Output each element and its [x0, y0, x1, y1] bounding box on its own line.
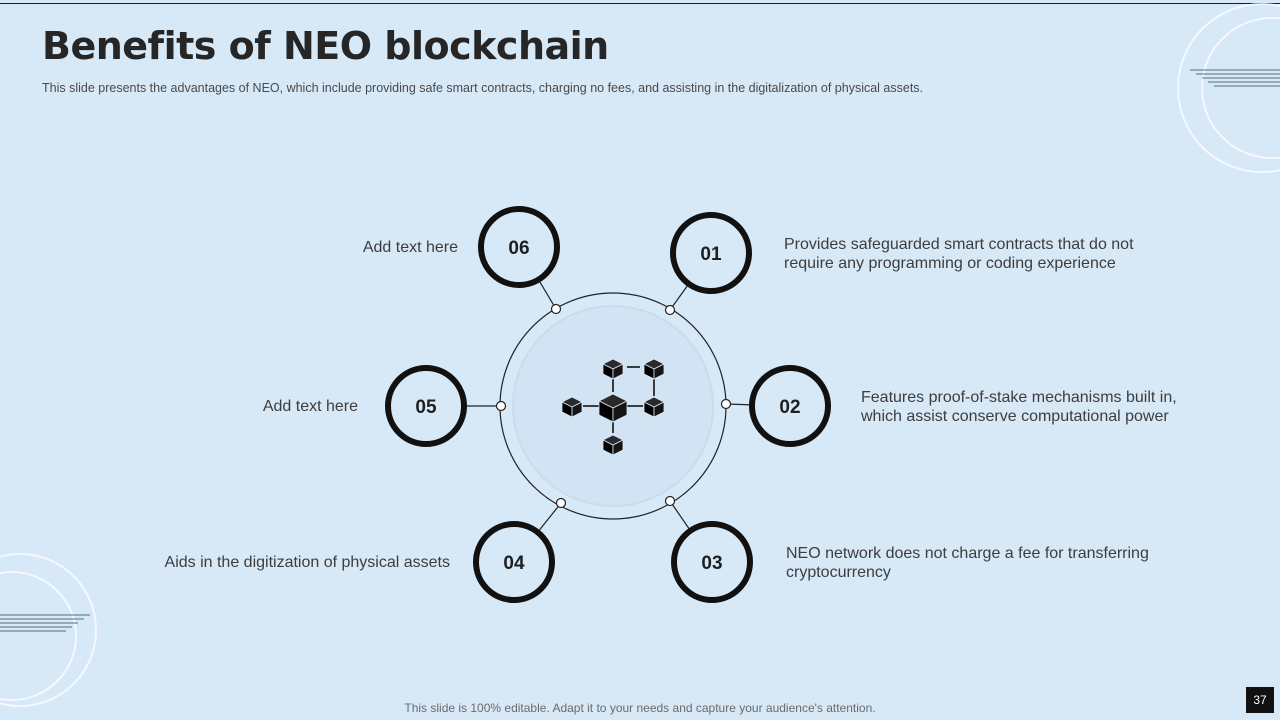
- node-04: 04: [473, 521, 555, 603]
- cube-icon: [561, 396, 583, 418]
- node-ring: [385, 365, 467, 447]
- top-divider: [0, 3, 1280, 4]
- node-03: 03: [671, 521, 753, 603]
- node-ring: [478, 206, 560, 288]
- benefit-text-03: NEO network does not charge a fee for tr…: [786, 545, 1149, 581]
- connector-line: [539, 502, 562, 531]
- decorative-rings-top-right: [1177, 3, 1280, 173]
- blockchain-cubes-icon: [561, 358, 665, 456]
- page-title: Benefits of NEO blockchain: [42, 24, 609, 68]
- cube-icon: [643, 396, 665, 418]
- node-number: 04: [503, 553, 525, 574]
- cube-icon: [598, 393, 628, 423]
- node-06: 06: [478, 206, 560, 288]
- connector-dot: [720, 398, 732, 410]
- node-number: 03: [701, 553, 722, 574]
- page-subtitle: This slide presents the advantages of NE…: [42, 81, 924, 95]
- node-01: 01: [670, 212, 752, 294]
- node-ring: [671, 521, 753, 603]
- connector-line: [539, 281, 557, 310]
- benefit-text-06: Add text here: [362, 239, 458, 256]
- footer-note: This slide is 100% editable. Adapt it to…: [404, 701, 876, 715]
- cube-icon: [602, 434, 624, 456]
- node-number: 01: [700, 244, 722, 265]
- connector-dot: [555, 497, 567, 509]
- benefit-text-04: Aids in the digitization of physical ass…: [164, 554, 450, 571]
- node-ring: [749, 365, 831, 447]
- node-number: 02: [779, 397, 800, 418]
- connector-dot: [550, 303, 562, 315]
- node-number: 05: [415, 397, 437, 418]
- benefit-text-01: Provides safeguarded smart contracts tha…: [784, 236, 1134, 272]
- decorative-lines-top-right: [1190, 69, 1280, 87]
- page-number: 37: [1246, 687, 1274, 713]
- decorative-lines-bottom-left: [0, 614, 90, 632]
- connector-dot: [664, 304, 676, 316]
- node-02: 02: [749, 365, 831, 447]
- connector-dot: [495, 400, 507, 412]
- connectors: [467, 281, 750, 531]
- cube-icon: [643, 358, 665, 380]
- connector-dot: [664, 495, 676, 507]
- node-ring: [473, 521, 555, 603]
- benefit-text-02: Features proof-of-stake mechanisms built…: [861, 389, 1177, 425]
- connector-line: [669, 500, 690, 529]
- node-05: 05: [385, 365, 467, 447]
- decorative-rings-bottom-left: [0, 553, 97, 707]
- node-ring: [670, 212, 752, 294]
- numbered-nodes: 01 02 03 04 05 06: [385, 206, 831, 603]
- node-number: 06: [508, 238, 529, 259]
- benefit-text-05: Add text here: [262, 398, 358, 415]
- cube-icon: [602, 358, 624, 380]
